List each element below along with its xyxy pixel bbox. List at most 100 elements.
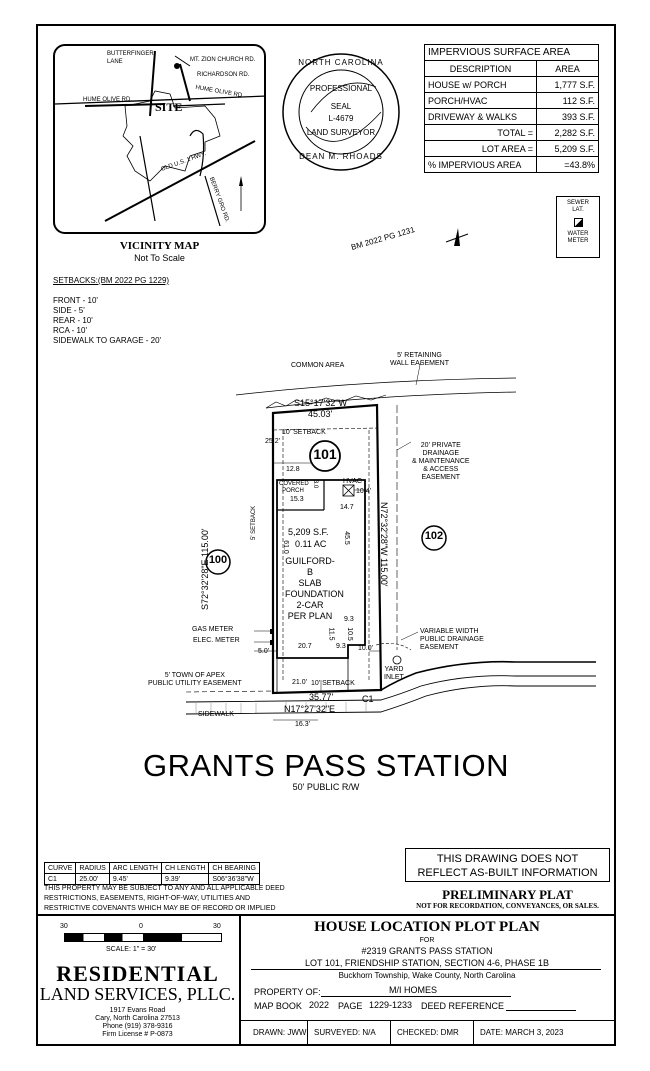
- porch-line2: PORCH: [282, 488, 304, 494]
- retaining-line1: 5' RETAINING: [397, 352, 442, 359]
- company-name-1: RESIDENTIAL: [56, 961, 219, 986]
- impervious-value: =43.8%: [536, 156, 599, 173]
- road-mt-zion: MT. ZION CHURCH RD.: [190, 57, 256, 63]
- impervious-label: PORCH/HVAC: [424, 92, 537, 109]
- dim-14-7: 14.7: [340, 504, 354, 511]
- street-name: GRANTS PASS STATION: [142, 748, 510, 783]
- house-line: 2-CAR: [296, 600, 324, 610]
- rear-bearing: S15°17'32"W: [294, 398, 348, 408]
- disclaimer-line: RESTRICTIONS, EASEMENTS, RIGHT-OF-WAY, U…: [44, 895, 251, 902]
- front-bearing: N17°27'32"E: [284, 704, 336, 714]
- water-line2: METER: [567, 238, 589, 244]
- house-line: PER PLAN: [287, 611, 333, 621]
- impervious-label: LOT AREA =: [424, 140, 537, 157]
- setback-item: RCA - 10': [53, 326, 87, 335]
- town-easement-line: PUBLIC UTILITY EASEMENT: [148, 680, 242, 687]
- dim-11-5: 11.5: [327, 627, 335, 641]
- drainage-line: EASEMENT: [421, 474, 461, 481]
- vicinity-map-subtitle: Not To Scale: [134, 253, 185, 263]
- company-phone: Phone (919) 378-9316: [102, 1023, 173, 1030]
- impervious-value: 393 S.F.: [536, 108, 599, 125]
- yard-inlet-line: INLET: [384, 674, 404, 681]
- scale-bar: [64, 933, 222, 942]
- impervious-label: TOTAL =: [424, 124, 537, 141]
- rear-distance: 45.03': [308, 409, 333, 419]
- address-line1: 1917 Evans Road: [109, 1007, 166, 1014]
- checked-by: CHECKED: DMR: [391, 1021, 474, 1046]
- variable-easement-label: VARIABLE WIDTH PUBLIC DRAINAGE EASEMENT: [420, 628, 484, 652]
- plan-township: Buckhorn Township, Wake County, North Ca…: [338, 971, 516, 980]
- company-address: 1917 Evans Road Cary, North Carolina 275…: [36, 1007, 239, 1039]
- disclaimer: THIS PROPERTY MAY BE SUBJECT TO ANY AND …: [44, 884, 285, 914]
- curve-cell: C1: [43, 873, 77, 885]
- street-row: 50' PUBLIC R/W: [292, 782, 360, 792]
- impervious-value: 5,209 S.F.: [536, 140, 599, 157]
- dim-9-3b: 9.3: [336, 643, 346, 650]
- setback-item: SIDEWALK TO GARAGE - 20': [53, 336, 162, 345]
- impervious-label: HOUSE w/ PORCH: [424, 76, 537, 93]
- hvac-label: HVAC: [343, 478, 362, 485]
- dim-5-0: 5.0': [258, 648, 270, 655]
- right-bearing: N72°32'28"W 115.00': [379, 502, 389, 587]
- dim-9-3a: 9.3: [344, 616, 354, 623]
- dim-10-5: 10.5: [345, 627, 353, 641]
- house-description: GUILFORD-B SLAB FOUNDATION 2-CAR PER PLA…: [285, 556, 344, 622]
- notice-line2: REFLECT AS-BUILT INFORMATION: [417, 867, 598, 879]
- seal-top-text: NORTH CAROLINA: [298, 58, 384, 67]
- house-line: GUILFORD-B: [285, 556, 335, 577]
- property-of-value: M/I HOMES: [389, 985, 438, 995]
- page-value: 1229-1233: [369, 1000, 413, 1010]
- map-book-value: 2022: [309, 1000, 330, 1010]
- surveyor-seal: NORTH CAROLINA PROFESSIONAL SEAL L-4679 …: [281, 52, 401, 172]
- gas-meter-label: GAS METER: [192, 626, 234, 633]
- seal-license: L-4679: [328, 114, 354, 123]
- house-line: FOUNDATION: [285, 589, 344, 599]
- company-name-2: LAND SERVICES, PLLC.: [39, 984, 236, 1004]
- lot-100-number: 100: [208, 554, 228, 566]
- setback-item: REAR - 10': [53, 316, 93, 325]
- rear-setback-label: 10' SETBACK: [282, 429, 326, 436]
- company-block: 30 0 30 SCALE: 1" = 30' RESIDENTIAL LAND…: [36, 914, 241, 1046]
- seal-line2: SEAL: [330, 102, 352, 111]
- dim-45-5: 45.5: [342, 531, 350, 545]
- variable-line: PUBLIC DRAINAGE: [420, 636, 484, 643]
- plan-title: HOUSE LOCATION PLOT PLAN: [314, 919, 540, 935]
- impervious-label: DRIVEWAY & WALKS: [424, 108, 537, 125]
- drawn-by: DRAWN: JWW: [241, 1021, 308, 1046]
- disclaimer-line: RESTRICTIVE COVENANTS WHICH MAY BE OF RE…: [44, 905, 276, 912]
- impervious-value: 2,282 S.F.: [536, 124, 599, 141]
- page-label: PAGE: [338, 1001, 363, 1011]
- road-hume-olive-west: HUME OLIVE RD.: [83, 97, 133, 103]
- scale-tick: 0: [139, 923, 143, 930]
- left-bearing: S72°32'28"E 115.00': [200, 528, 210, 610]
- curve-header: CH LENGTH: [160, 862, 210, 874]
- scale-tick: 30: [60, 923, 68, 930]
- dim-21-0: 21.0': [292, 679, 307, 686]
- address-line2: Cary, North Carolina 27513: [95, 1015, 180, 1022]
- sidewalk-label: SIDEWALK: [198, 711, 234, 718]
- plan-lot: LOT 101, FRIENDSHIP STATION, SECTION 4-6…: [305, 958, 549, 968]
- deed-underline: [506, 1010, 576, 1011]
- drainage-line: & ACCESS: [423, 466, 459, 473]
- seal-line1: PROFESSIONAL: [309, 84, 373, 93]
- vicinity-map-box: BUTTERFINGER LANE MT. ZION CHURCH RD. RI…: [53, 44, 266, 234]
- setback-item: FRONT - 10': [53, 296, 98, 305]
- disclaimer-line: THIS PROPERTY MAY BE SUBJECT TO ANY AND …: [44, 885, 285, 892]
- dim-15-3: 15.3: [290, 496, 304, 503]
- water-line1: WATER: [567, 231, 589, 237]
- dim-3-0: 3.0: [312, 479, 319, 489]
- side-setback-label: 5' SETBACK: [251, 505, 257, 540]
- sewer-legend: SEWER LAT. WATER METER: [556, 196, 600, 258]
- footer-row: DRAWN: JWW SURVEYED: N/A CHECKED: DMR DA…: [241, 1020, 616, 1046]
- notice-line1: THIS DRAWING DOES NOT: [436, 853, 579, 865]
- lot-divider: [251, 969, 601, 970]
- dim-61-0: 61.0: [281, 540, 289, 554]
- company-license: Firm License # P-0873: [102, 1031, 173, 1038]
- property-underline: [321, 996, 511, 997]
- sewer-line1: SEWER: [566, 200, 589, 206]
- lot-102-number: 102: [424, 530, 444, 542]
- curve-header: CURVE: [43, 862, 77, 874]
- dim-10-0: 10.0': [358, 645, 373, 652]
- road-richardson: RICHARDSON RD.: [197, 72, 250, 78]
- town-easement-line: 5' TOWN OF APEX: [164, 672, 225, 679]
